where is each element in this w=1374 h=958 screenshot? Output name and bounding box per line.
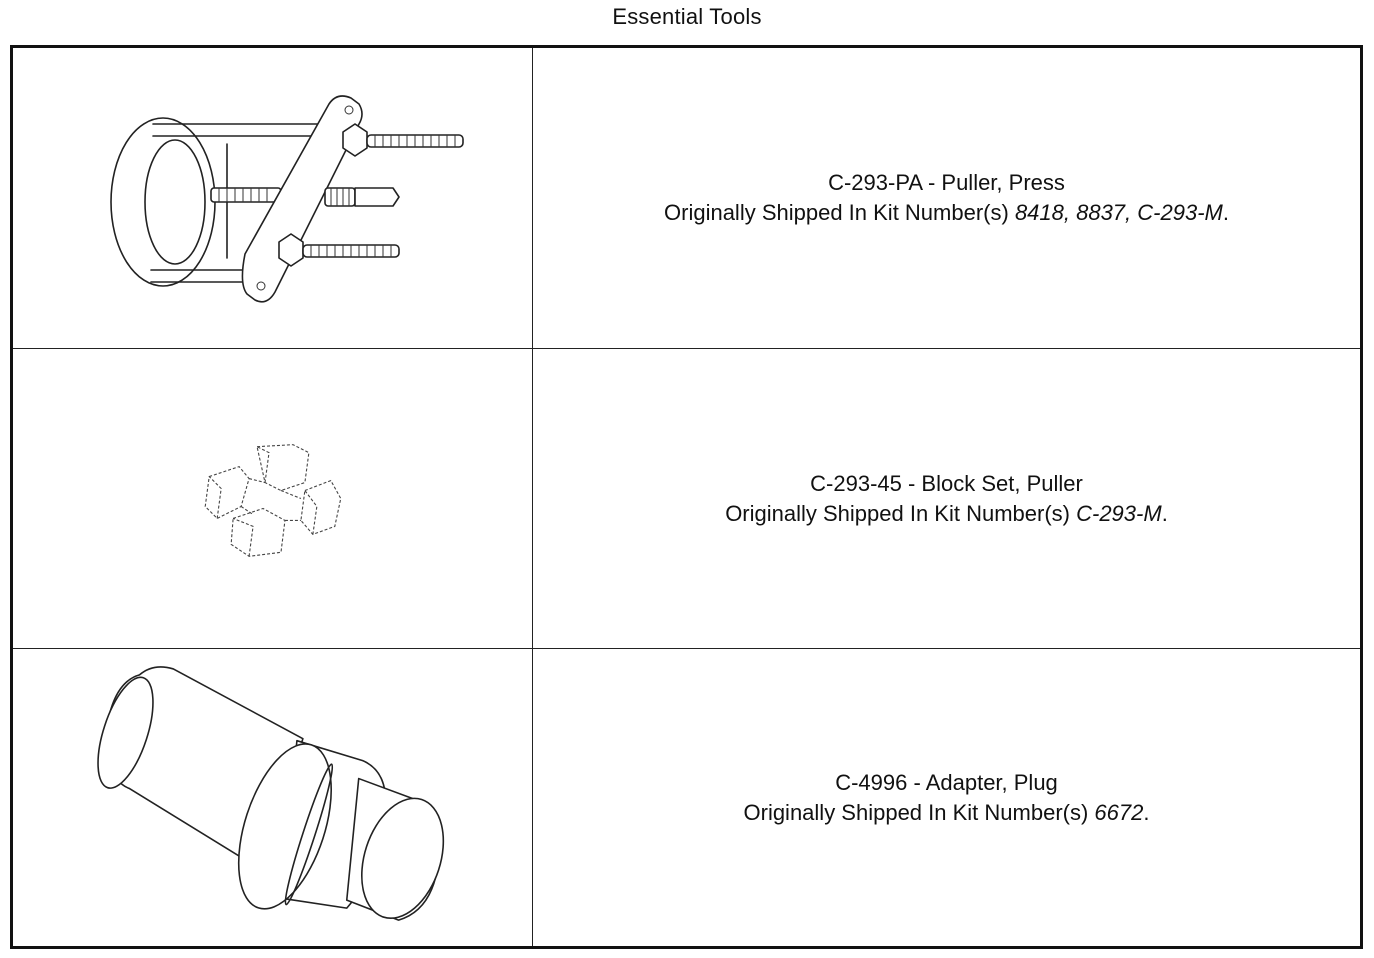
tool-image-cell — [13, 48, 533, 348]
tool-row: C-4996 - Adapter, Plug Originally Shippe… — [13, 648, 1360, 946]
tool-image-cell — [13, 349, 533, 648]
kit-suffix: . — [1222, 200, 1229, 225]
page-title: Essential Tools — [612, 4, 762, 29]
block-set-illustration — [204, 444, 342, 557]
tool-description: C-4996 - Adapter, Plug Originally Shippe… — [533, 649, 1360, 946]
kit-numbers: 8418, 8837, C-293-M — [1014, 200, 1223, 225]
tool-name: C-293-45 - Block Set, Puller — [810, 470, 1083, 496]
kit-numbers: 6672 — [1094, 799, 1144, 825]
tool-row: C-293-PA - Puller, Press Originally Ship… — [13, 48, 1360, 348]
kit-info: Originally Shipped In Kit Number(s) C-29… — [725, 499, 1168, 529]
puller-press-illustration — [110, 95, 464, 303]
adapter-plug-illustration — [97, 666, 445, 921]
kit-suffix: . — [1143, 799, 1150, 825]
kit-suffix: . — [1161, 500, 1168, 526]
tools-table: C-293-PA - Puller, Press Originally Ship… — [10, 45, 1363, 949]
kit-numbers: C-293-M — [1076, 500, 1162, 526]
tool-name: C-293-PA - Puller, Press — [828, 170, 1065, 195]
kit-prefix: Originally Shipped In Kit Number(s) — [725, 500, 1077, 526]
tool-row: C-293-45 - Block Set, Puller Originally … — [13, 348, 1360, 648]
tool-description: C-293-45 - Block Set, Puller Originally … — [533, 349, 1360, 648]
kit-info: Originally Shipped In Kit Number(s) 8418… — [664, 198, 1229, 228]
tool-image-cell — [13, 649, 533, 946]
tool-name: C-4996 - Adapter, Plug — [835, 769, 1058, 795]
kit-prefix: Originally Shipped In Kit Number(s) — [664, 200, 1015, 225]
kit-prefix: Originally Shipped In Kit Number(s) — [743, 799, 1095, 825]
tool-description: C-293-PA - Puller, Press Originally Ship… — [533, 48, 1360, 348]
kit-info: Originally Shipped In Kit Number(s) 6672… — [744, 798, 1150, 828]
